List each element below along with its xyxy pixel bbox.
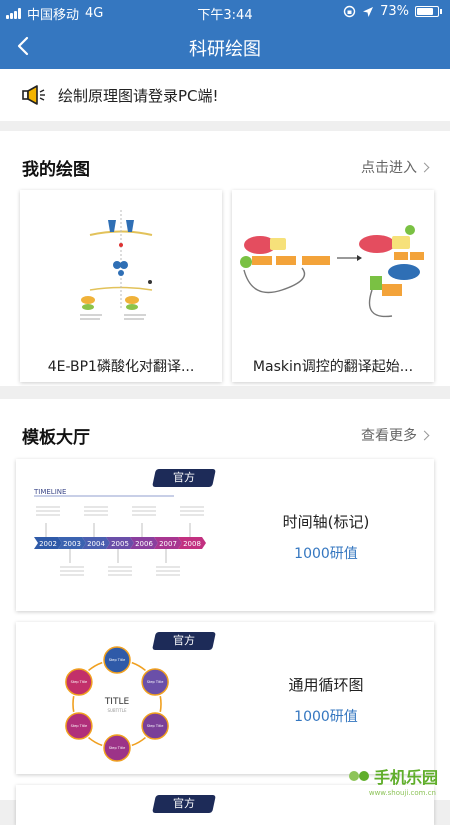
cycle-subtitle: SUBTITLE (107, 708, 127, 713)
chevron-right-icon (419, 162, 430, 172)
template-price: 1000研值 (294, 709, 358, 725)
cycle-arrow (88, 736, 103, 747)
timeline-year: 2005 (111, 540, 129, 548)
chevron-right-icon (419, 430, 430, 440)
cycle-arrow (131, 736, 146, 747)
drawing-card[interactable]: 4E-BP1磷酸化对翻译... (20, 190, 222, 382)
official-badge: 官方 (152, 795, 216, 813)
cycle-arrow (72, 695, 75, 713)
my-drawings-title: 我的绘图 (22, 160, 90, 180)
cycle-node-label: Step Title (147, 724, 164, 728)
orientation-lock-icon (343, 5, 356, 18)
drawing-caption: 4E-BP1磷酸化对翻译... (47, 359, 195, 375)
drawing-thumbnail (240, 225, 424, 318)
timeline-label: TIMELINE (33, 488, 66, 496)
cycle-node-label: Step Title (71, 680, 88, 684)
cycle-node (103, 734, 131, 762)
timeline-segment (82, 537, 110, 549)
timeline-segment (106, 537, 134, 549)
battery-icon (415, 6, 439, 17)
timeline-year: 2004 (87, 540, 105, 548)
signal-icon (6, 8, 21, 19)
template-hall-title: 模板大厅 (22, 428, 90, 448)
page-title: 科研绘图 (189, 39, 261, 60)
timeline-segment (58, 537, 86, 549)
timeline-year: 2007 (159, 540, 177, 548)
cycle-arrow (88, 661, 103, 672)
watermark-text: 手机乐园 (373, 768, 438, 787)
timeline-segment (154, 537, 182, 549)
enter-link-label: 点击进入 (361, 160, 417, 176)
megaphone-icon (22, 85, 45, 105)
cycle-node (141, 668, 169, 696)
drawing-thumbnail (80, 210, 153, 320)
nav-bar: 科研绘图 (0, 24, 450, 69)
cycle-node (65, 668, 93, 696)
battery-percent: 73% (380, 4, 409, 19)
carrier-label: 中国移动 (27, 8, 80, 23)
view-more-link[interactable]: 查看更多 (361, 425, 430, 445)
location-icon (363, 6, 374, 17)
template-card[interactable]: TIMELINE 2002 2003 2004 2005 2006 2007 2008 官方… (16, 459, 434, 611)
timeline-segment (178, 537, 206, 549)
timeline-year: 2003 (63, 540, 81, 548)
cycle-title: TITLE (104, 697, 130, 707)
watermark: 手机乐园 www.shouji.com.cn (348, 764, 438, 797)
network-label: 4G (85, 6, 104, 21)
timeline-thumbnail: TIMELINE 2002 2003 2004 2005 2006 2007 2008 (33, 488, 206, 576)
drawing-card[interactable]: Maskin调控的翻译起始... (232, 190, 434, 382)
official-badge: 官方 (152, 632, 216, 650)
cycle-node-label: Step Title (109, 658, 126, 662)
drawing-caption: Maskin调控的翻译起始... (252, 359, 414, 375)
timeline-segment (34, 537, 62, 549)
cycle-arrow (159, 695, 162, 713)
template-price: 1000研值 (294, 546, 358, 562)
watermark-logo-icon (348, 771, 369, 781)
watermark-sub: www.shouji.com.cn (368, 789, 436, 797)
view-more-label: 查看更多 (361, 428, 417, 444)
cycle-node (103, 646, 131, 674)
status-bar: 中国移动 4G 下午3:44 73% (0, 0, 450, 24)
cycle-node-label: Step Title (147, 680, 164, 684)
timeline-year: 2008 (183, 540, 201, 548)
official-badge: 官方 (152, 469, 216, 487)
clock: 下午3:44 (197, 8, 253, 23)
cycle-arrow (131, 661, 146, 672)
cycle-node-label: Step Title (71, 724, 88, 728)
timeline-year: 2006 (135, 540, 153, 548)
cycle-node (141, 712, 169, 740)
cycle-node-label: Step Title (109, 746, 126, 750)
template-name: 时间轴(标记) (282, 513, 370, 531)
template-hall-section: 模板大厅 查看更多 TIMELINE 2002 2003 2004 2005 2006 2… (0, 399, 450, 825)
notice-text: 绘制原理图请登录PC端! (58, 86, 219, 105)
notice-banner[interactable]: 绘制原理图请登录PC端! (0, 69, 450, 121)
enter-link[interactable]: 点击进入 (361, 157, 430, 177)
cycle-node (65, 712, 93, 740)
my-drawings-section: 我的绘图 点击进入 4E-BP1磷酸化对翻译... (0, 131, 450, 386)
timeline-segment (130, 537, 158, 549)
timeline-year: 2002 (39, 540, 57, 548)
template-name: 通用循环图 (288, 676, 364, 694)
back-arrow-icon[interactable] (14, 35, 34, 57)
